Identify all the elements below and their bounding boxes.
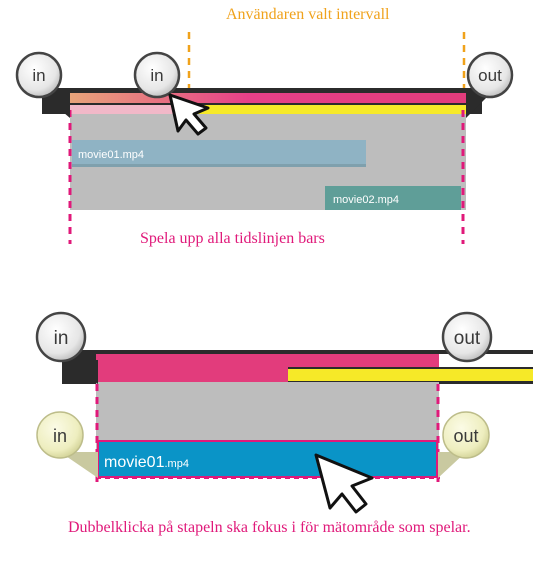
- svg-text:out: out: [454, 328, 481, 349]
- cursor-arrow-icon-2: [314, 453, 374, 514]
- svg-text:out: out: [478, 66, 502, 85]
- play-all-caption: Spela upp alla tidslinjen bars: [140, 230, 325, 247]
- bottom-diagram: movie01.mp4 in out in out: [35, 311, 533, 514]
- selected-range-bar: [190, 105, 466, 114]
- svg-text:in: in: [32, 66, 45, 85]
- svg-text:in: in: [54, 328, 69, 349]
- cursor-arrow-icon: [168, 93, 210, 136]
- clip-focused-ext: .mp4: [164, 458, 188, 470]
- clip-movie01-focused[interactable]: [97, 440, 438, 478]
- selected-range-bar-2: [288, 369, 533, 381]
- clip-movie01[interactable]: [72, 140, 366, 166]
- svg-text:in: in: [53, 426, 67, 446]
- clip-movie02-label: movie02.mp4: [333, 194, 399, 206]
- svg-text:out: out: [453, 426, 478, 446]
- in-out-range-bar: [70, 93, 466, 103]
- out-marker[interactable]: out: [466, 51, 514, 118]
- clip-movie02[interactable]: [325, 186, 461, 210]
- local-in-marker[interactable]: in: [36, 411, 98, 478]
- svg-text:in: in: [150, 66, 163, 85]
- in-marker-dragging[interactable]: in: [133, 51, 181, 99]
- clip-movie01-label: movie01.mp4: [78, 149, 144, 161]
- range-caption: Användaren valt intervall: [226, 6, 390, 23]
- top-diagram: movie01.mp4 movie02.mp4 in in out: [15, 32, 514, 244]
- in-marker-2[interactable]: in: [35, 311, 98, 384]
- out-marker-2[interactable]: out: [441, 311, 493, 363]
- in-out-range-bar-2: [96, 354, 439, 367]
- focus-caption: Dubbelklicka på stapeln ska fokus i för …: [68, 519, 471, 536]
- in-marker[interactable]: in: [15, 51, 70, 118]
- clip-focused-label: movie01.mp4: [104, 454, 189, 471]
- local-out-marker[interactable]: out: [438, 411, 490, 478]
- clip-focused-name: movie01: [104, 454, 165, 471]
